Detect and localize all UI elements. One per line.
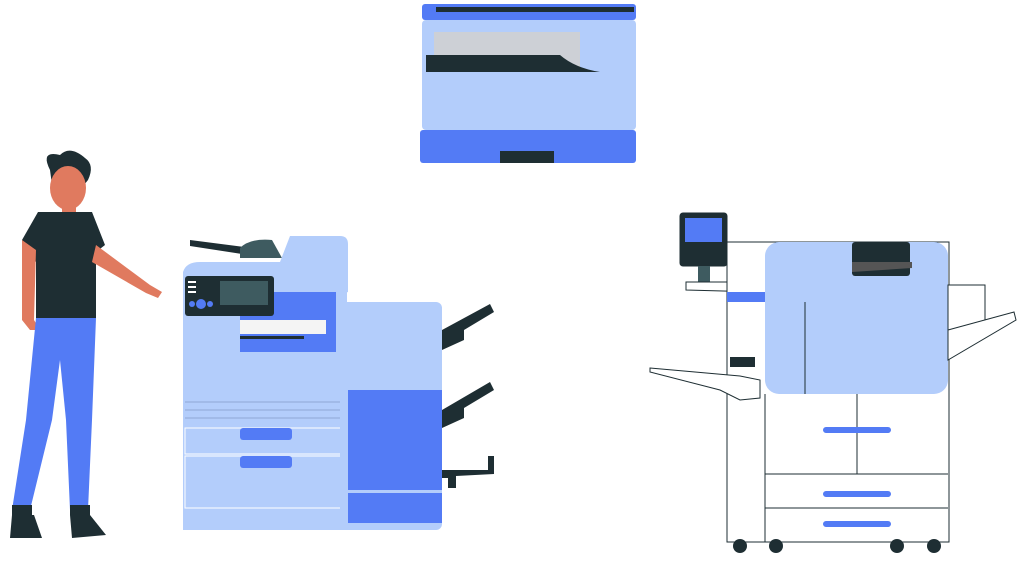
person <box>10 150 162 538</box>
multifunction-copier <box>183 236 494 530</box>
output-tray <box>442 304 494 350</box>
output-tray <box>442 456 494 488</box>
arm-left <box>22 240 40 330</box>
trousers <box>12 318 96 510</box>
output-tray <box>442 382 494 428</box>
arm-right <box>92 245 162 298</box>
production-printer <box>649 212 1017 553</box>
compact-copier <box>420 4 636 163</box>
shirt <box>22 212 105 318</box>
head <box>50 166 86 210</box>
shoe-right <box>70 515 106 538</box>
shoe-left <box>10 515 42 538</box>
